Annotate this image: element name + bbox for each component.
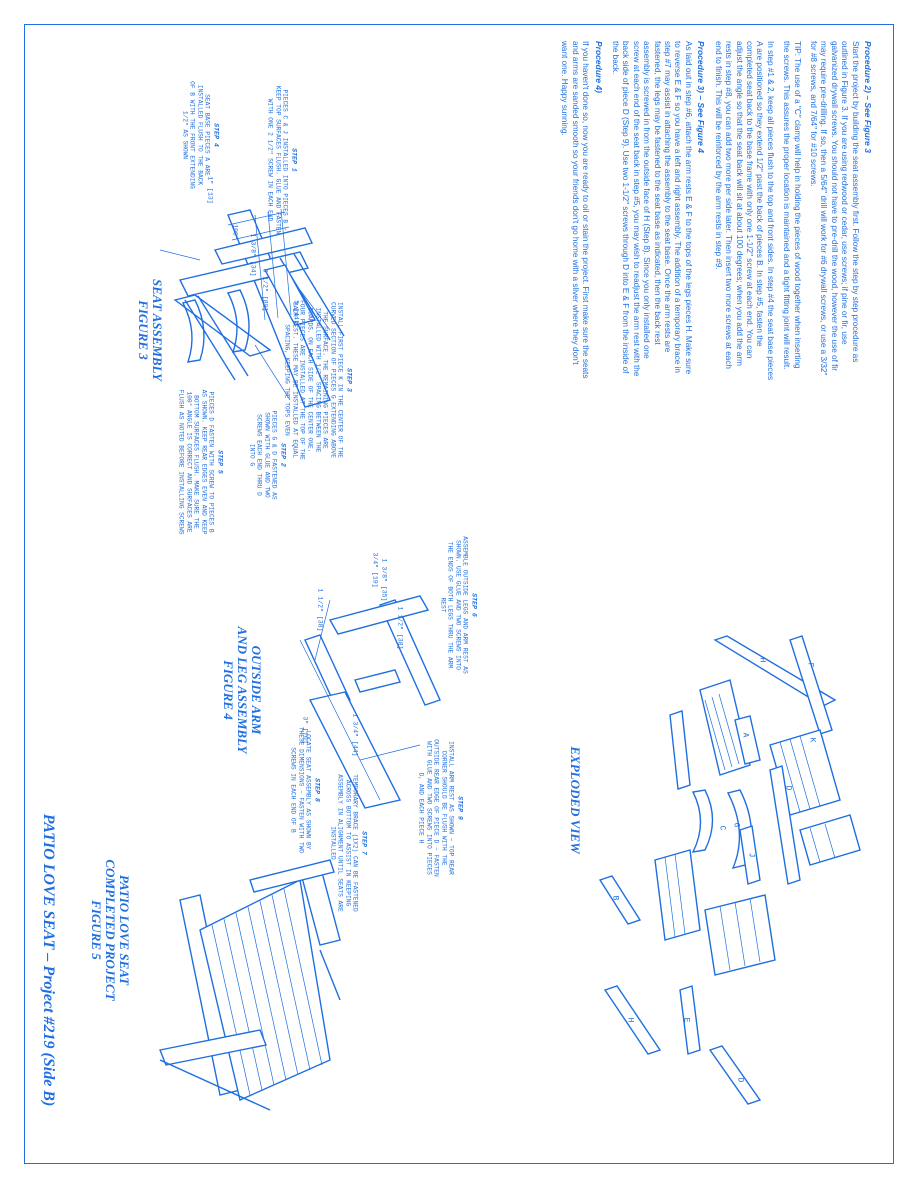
part-label-c: C [717, 825, 727, 831]
exploded-view-caption: EXPLODED VIEW [568, 746, 583, 854]
fig3-dim-2: 1 3/8" [34] [249, 233, 257, 277]
fig4-dim-4: 1 1/2" [38] [396, 606, 404, 650]
fig3-dim-5: 100° [231, 224, 239, 240]
part-label-h-top: H [757, 657, 767, 663]
exploded-view-drawing [598, 635, 861, 1105]
fig3-step-1-title: STEP 1 [290, 148, 298, 172]
fig3-step-5-title: STEP 5 [216, 450, 224, 474]
fig4-step-6-text: ASSEMBLE OUTSIDE LEGS AND ARM REST AS SH… [439, 536, 469, 674]
fig4-step-6: STEP 6 ASSEMBLE OUTSIDE LEGS AND ARM RES… [439, 535, 478, 675]
project-title: PATIO LOVE SEAT – Project #219 (Side B) [40, 813, 57, 1107]
fig3-step-4: STEP 4 SEAT BASE PIECES A ARE INSTALLED … [181, 80, 220, 190]
fig4-dim-5: 1 3/4" [44] [351, 713, 359, 757]
completed-love-seat-drawing [159, 859, 341, 1111]
page-border [24, 24, 894, 1164]
fig4-step-7-title: STEP 7 [360, 831, 368, 855]
fig4-step-8: STEP 8 LOCATE SEAT ASSEMBLY AS SHOWN BY … [289, 725, 321, 855]
fig4-step-8-text: LOCATE SEAT ASSEMBLY AS SHOWN BY THESE D… [289, 726, 313, 854]
arm-leg-assembly-drawing [299, 595, 441, 809]
fig3-dim-1: 1" [13] [206, 176, 214, 204]
part-label-e: E [681, 1017, 691, 1023]
fig3-step-1: STEP 1 PIECES C & J INSTALLED INTO PIECE… [266, 85, 298, 235]
fig3-step-5: STEP 5 PIECES D FASTEN WITH SCREW TO PIE… [177, 387, 224, 537]
fig3-dim-3: 3 1/2" [89] [261, 268, 269, 312]
fig4-step-9-text: INSTALL ARM REST AS SHOWN – TOP REAR COR… [417, 739, 455, 877]
fig3-step-3: STEP 3 INSTALL FIRST PIECE K IN THE CENT… [283, 300, 353, 460]
fig3-step-5-text: PIECES D FASTEN WITH SCREW TO PIECES B A… [177, 389, 215, 535]
fig3-dim-4: 5 [44] [292, 300, 300, 324]
fig3-step-2: STEP 2 PIECES G & D FASTENED AS SHOWN WI… [248, 405, 287, 505]
part-label-g: G [731, 822, 741, 828]
fig3-step-4-title: STEP 4 [212, 123, 220, 147]
fig4-step-6-title: STEP 6 [470, 593, 478, 617]
fig4-step-9-title: STEP 9 [456, 796, 464, 820]
fig4-step-7: STEP 7 TEMPORARY BRACE (1x2) CAN BE FAST… [329, 773, 368, 913]
fig4-step-7-text: TEMPORARY BRACE (1x2) CAN BE FASTENED AC… [329, 774, 359, 912]
seat-assembly-drawing [159, 208, 345, 408]
part-label-j: J [746, 852, 756, 858]
fig4-dim-1: 1 1/2" [38] [316, 588, 324, 632]
part-label-f: F [805, 662, 815, 668]
fig4-dim-3: 1 3/8" [35] [380, 558, 388, 602]
fig4-dim-6: 3/4" [19] [371, 552, 379, 588]
fig3-step-4-text: SEAT BASE PIECES A ARE INSTALLED FLUSH T… [181, 81, 211, 189]
part-label-a: A [740, 732, 750, 738]
part-label-b: B [610, 895, 620, 901]
fig3-step-3-title: STEP 3 [345, 368, 353, 392]
part-label-d-bottom: D [735, 1077, 745, 1083]
fig4-caption: OUTSIDE ARM AND LEG ASSEMBLY FIGURE 4 [221, 626, 264, 754]
fig3-step-3-text: INSTALL FIRST PIECE K IN THE CENTER OF T… [283, 300, 345, 460]
part-label-h-bottom: H [625, 1017, 635, 1023]
fig3-step-1-text: PIECES C & J INSTALLED INTO PIECES B – K… [266, 85, 290, 235]
fig4-step-8-title: STEP 8 [313, 778, 321, 802]
fig5-caption: PATIO LOVE SEAT COMPLETED PROJECT FIGURE… [89, 859, 132, 1001]
part-label-d-top: D [783, 785, 793, 791]
fig3-step-2-title: STEP 2 [279, 443, 287, 467]
fig4-step-9: STEP 9 INSTALL ARM REST AS SHOWN – TOP R… [417, 738, 464, 878]
fig3-step-2-text: PIECES G & D FASTENED AS SHOWN WITH GLUE… [248, 410, 278, 500]
part-label-k: K [807, 737, 817, 743]
fig3-caption: SEAT ASSEMBLY FIGURE 3 [136, 279, 165, 381]
fig4-dim-2: 3" [76] [301, 716, 309, 744]
